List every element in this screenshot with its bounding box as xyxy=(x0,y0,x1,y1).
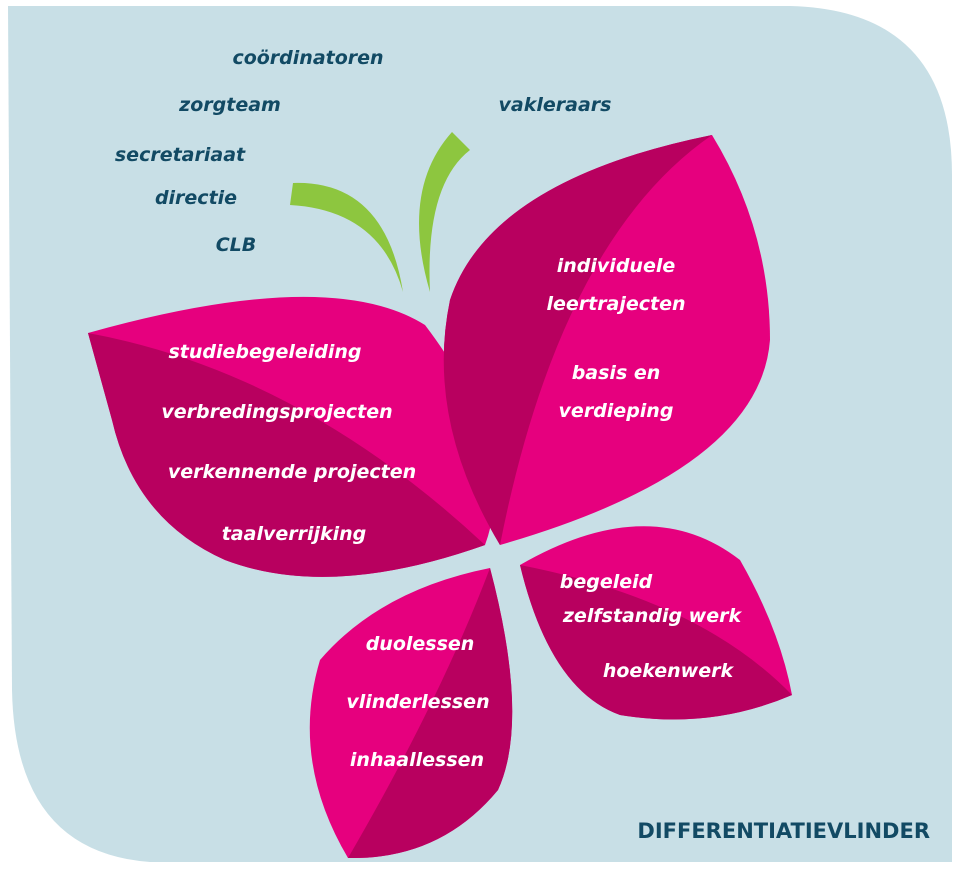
urw-line-2: leertrajecten xyxy=(546,293,685,315)
label-coordinatoren: coördinatoren xyxy=(232,47,383,69)
diagram-title: DIFFERENTIATIEVLINDER xyxy=(637,819,930,843)
ulw-line-4: taalverrijking xyxy=(222,523,367,545)
label-vakleraars: vakleraars xyxy=(499,94,612,116)
lower-left-wing xyxy=(309,568,513,859)
llw-line-1: duolessen xyxy=(366,633,475,655)
label-directie: directie xyxy=(155,187,237,209)
left-antenna xyxy=(290,182,403,292)
right-antenna xyxy=(419,132,470,292)
upper-left-wing xyxy=(88,296,495,577)
ulw-line-2: verbredingsprojecten xyxy=(161,401,392,423)
urw-line-4: verdieping xyxy=(559,400,674,422)
label-zorgteam: zorgteam xyxy=(178,94,281,116)
label-secretariaat: secretariaat xyxy=(115,144,246,166)
llw-line-2: vlinderlessen xyxy=(346,691,489,713)
urw-line-1: individuele xyxy=(557,255,676,277)
lower-right-wing xyxy=(520,526,792,720)
lrw-line-1: begeleid xyxy=(560,571,653,593)
llw-line-3: inhaallessen xyxy=(350,749,484,771)
urw-line-3: basis en xyxy=(572,362,661,384)
ulw-line-1: studiebegeleiding xyxy=(168,341,361,363)
label-clb: CLB xyxy=(216,234,257,256)
ulw-line-3: verkennende projecten xyxy=(168,461,416,483)
lrw-line-3: hoekenwerk xyxy=(603,660,735,682)
upper-right-wing xyxy=(443,135,770,545)
lrw-line-2: zelfstandig werk xyxy=(562,605,743,627)
